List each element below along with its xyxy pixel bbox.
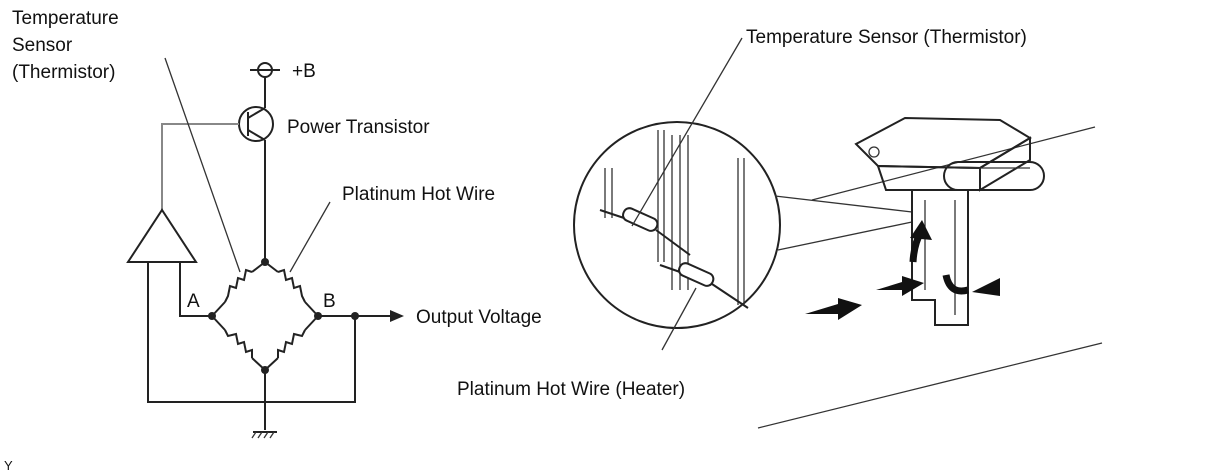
temp-sensor-label-line2: Sensor	[12, 35, 73, 56]
supply-label: +B	[292, 61, 316, 82]
airflow-sensor-housing	[854, 116, 1045, 326]
hot-wire-element	[659, 262, 749, 309]
hot-wire-heater-label: Platinum Hot Wire (Heater)	[457, 379, 685, 400]
temp-sensor-label-line3: (Thermistor)	[12, 62, 115, 83]
thermistor-element	[599, 207, 691, 256]
node-a-label: A	[187, 291, 200, 312]
airflow-arrows	[805, 220, 1000, 320]
power-transistor-symbol	[238, 103, 274, 262]
temp-sensor-label-line1: Temperature	[12, 8, 119, 29]
magnified-view-circle	[573, 121, 781, 329]
power-transistor-label: Power Transistor	[287, 117, 430, 138]
bridge-circuit: +B Power Transistor	[12, 8, 542, 439]
temp-sensor-thermistor-label: Temperature Sensor (Thermistor)	[746, 27, 1027, 48]
ground-symbol	[251, 370, 277, 439]
sensor-illustration: Temperature Sensor (Thermistor) Platinum…	[457, 27, 1103, 429]
output-arrow	[390, 310, 404, 322]
node-b-label: B	[323, 291, 336, 312]
supply-terminal	[250, 62, 280, 103]
sensor-frame-strips	[604, 130, 745, 305]
wheatstone-bridge	[208, 258, 359, 374]
hot-wire-label: Platinum Hot Wire	[342, 184, 495, 205]
output-voltage-label: Output Voltage	[416, 307, 542, 328]
corner-mark: Y	[4, 458, 13, 473]
op-amp-symbol	[126, 208, 198, 263]
